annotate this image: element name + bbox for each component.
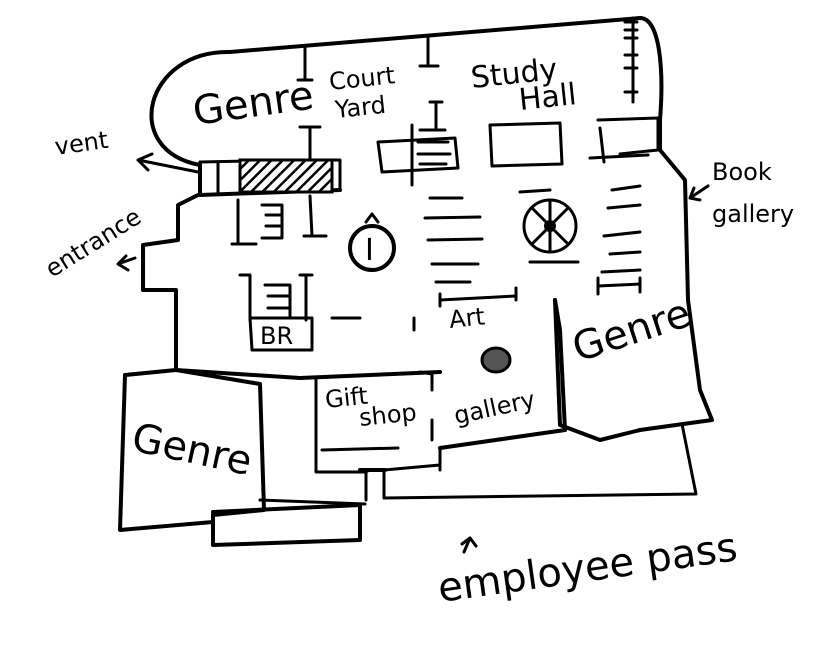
court-yard-label-line2: Yard [333,91,387,124]
gallery-label: gallery [451,385,537,429]
vent-hatch [238,158,334,194]
genre-bottom-left-label: Genre [128,415,256,485]
info-marker-top [364,212,380,224]
bottom-left-room-walls [118,368,367,547]
study-hall-shelves [376,16,660,187]
info-marker-label: I [365,233,374,268]
left-rooms [230,194,416,352]
gift-shop-walls [314,370,698,502]
book-gallery-label-line2: gallery [712,200,794,228]
gift-shop-label-line1: Gift [324,382,369,414]
genre-top-left-label: Genre [190,72,316,134]
book-gallery-label-line1: Book [712,158,772,186]
study-hall-label-line2: Hall [517,77,578,118]
book-gallery-shelves [423,153,650,296]
gift-shop-label-line2: shop [358,398,418,432]
art-area-walls [438,286,518,374]
vent-label: vent [53,126,110,161]
art-label: Art [448,302,486,334]
entrance-label: entrance [40,203,146,284]
bathroom-label: BR [260,322,293,350]
court-yard-label-line1: Court [328,61,397,96]
info-marker-circle [348,224,396,272]
genre-right-label: Genre [567,290,696,371]
annotation-arrows [116,152,710,554]
employee-pass-label: employee pass [435,524,740,612]
